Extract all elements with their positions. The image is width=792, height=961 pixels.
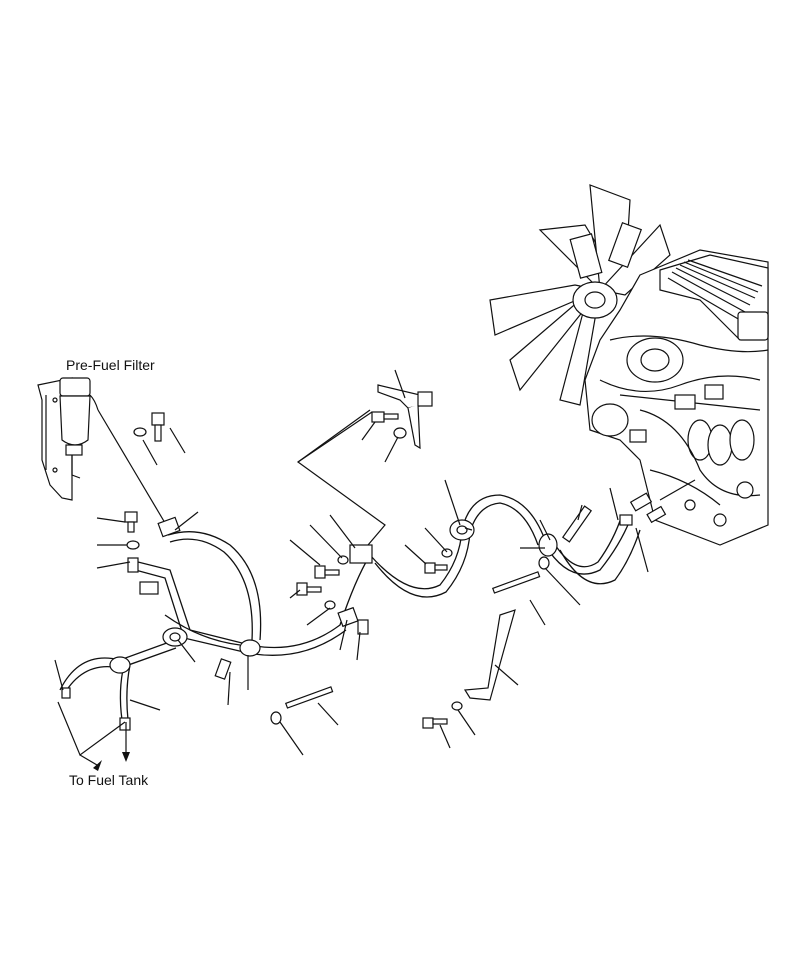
washer bbox=[133, 427, 147, 437]
washer bbox=[126, 540, 140, 550]
arrow-head bbox=[93, 760, 102, 771]
fitting bbox=[619, 514, 633, 526]
grommet bbox=[109, 656, 131, 674]
bolt bbox=[124, 511, 138, 523]
hose-clamp bbox=[337, 606, 359, 628]
spacer bbox=[214, 658, 232, 680]
filter-head bbox=[59, 377, 91, 397]
hose-clamp bbox=[349, 544, 373, 564]
fitting bbox=[127, 557, 139, 573]
bolt bbox=[422, 717, 434, 729]
fan-blade-bracket bbox=[607, 222, 643, 268]
fan-blade bbox=[598, 223, 671, 296]
washer bbox=[324, 600, 336, 610]
fitting bbox=[119, 717, 131, 731]
fuel-tank-arrows bbox=[93, 752, 130, 771]
fitting bbox=[139, 581, 159, 595]
washer bbox=[538, 556, 550, 570]
hose-clamp bbox=[157, 516, 181, 538]
washer bbox=[451, 701, 463, 711]
grommet bbox=[239, 639, 261, 657]
grommet bbox=[538, 533, 558, 557]
bolt bbox=[424, 562, 436, 574]
fan-blade-bracket bbox=[569, 233, 603, 279]
fitting bbox=[61, 687, 71, 699]
washer bbox=[393, 427, 407, 439]
bolt bbox=[314, 565, 326, 579]
washer bbox=[337, 555, 349, 565]
leader-lines bbox=[54, 369, 649, 756]
spacer bbox=[357, 619, 369, 635]
washer bbox=[270, 711, 282, 725]
fuel-hoses bbox=[59, 494, 641, 721]
engine-assembly bbox=[489, 184, 769, 546]
callout-lines bbox=[57, 409, 386, 766]
pre-fuel-filter-label: Pre-Fuel Filter bbox=[66, 357, 155, 373]
filter-bowl bbox=[59, 395, 91, 446]
arrow-head bbox=[122, 752, 130, 762]
clamps bbox=[61, 384, 593, 731]
bolt bbox=[371, 411, 385, 423]
support-bracket bbox=[463, 609, 516, 701]
bolt bbox=[296, 582, 308, 596]
pre-fuel-filter bbox=[37, 377, 99, 501]
spacer bbox=[561, 505, 593, 543]
fasteners bbox=[124, 411, 633, 729]
long-bolt bbox=[284, 686, 334, 709]
to-fuel-tank-label: To Fuel Tank bbox=[69, 772, 149, 788]
bolt bbox=[151, 412, 165, 426]
long-bolt bbox=[491, 571, 541, 594]
washer bbox=[441, 548, 453, 558]
